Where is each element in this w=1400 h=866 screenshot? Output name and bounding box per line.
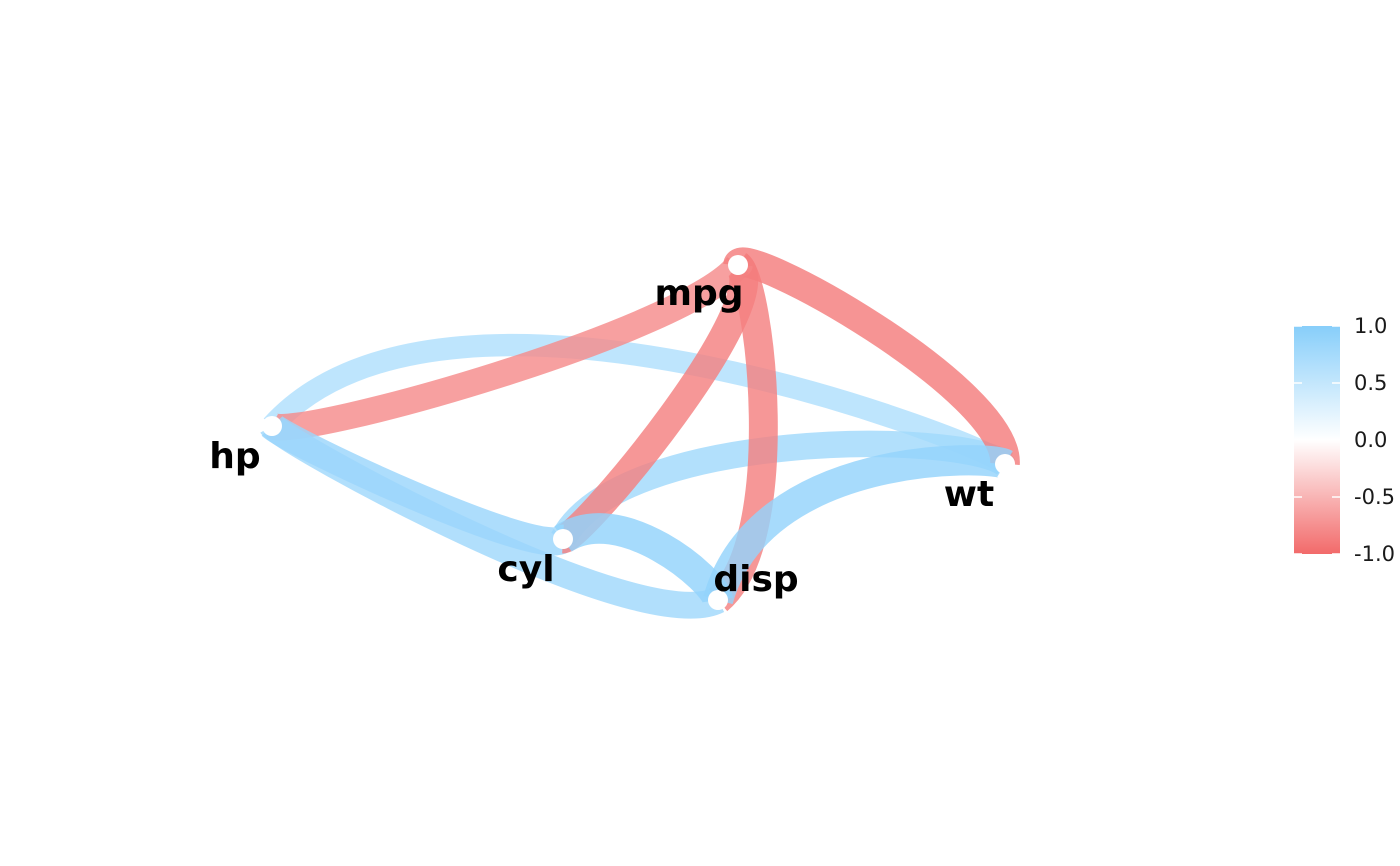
legend-tick-label: 0.0 [1354,428,1387,452]
edges-layer [260,247,1020,619]
color-legend: 1.0 0.5 0.0 -0.5 -1.0 [1294,314,1395,566]
node-mpg [728,255,748,275]
legend-tick-label: 1.0 [1354,314,1387,338]
legend-tick-label: 0.5 [1354,371,1387,395]
node-cyl [553,529,573,549]
edge-disp-wt [703,445,1013,605]
legend-tick-label: -1.0 [1354,542,1395,566]
node-wt [995,454,1015,474]
node-label-hp: hp [209,436,260,477]
edge-cyl-disp [554,513,734,606]
node-label-wt: wt [944,474,994,515]
node-disp [708,590,728,610]
labels-layer: mpg cyl disp hp wt [209,273,994,600]
node-label-disp: disp [713,559,798,600]
legend-tick-label: -0.5 [1354,485,1395,509]
node-label-mpg: mpg [654,273,743,314]
node-label-cyl: cyl [497,549,554,590]
edge-mpg-wt [723,247,1020,466]
edge-mpg-hp [266,256,749,441]
edge-cyl-hp [261,414,573,556]
node-hp [262,416,282,436]
nodes-layer [262,255,1015,610]
